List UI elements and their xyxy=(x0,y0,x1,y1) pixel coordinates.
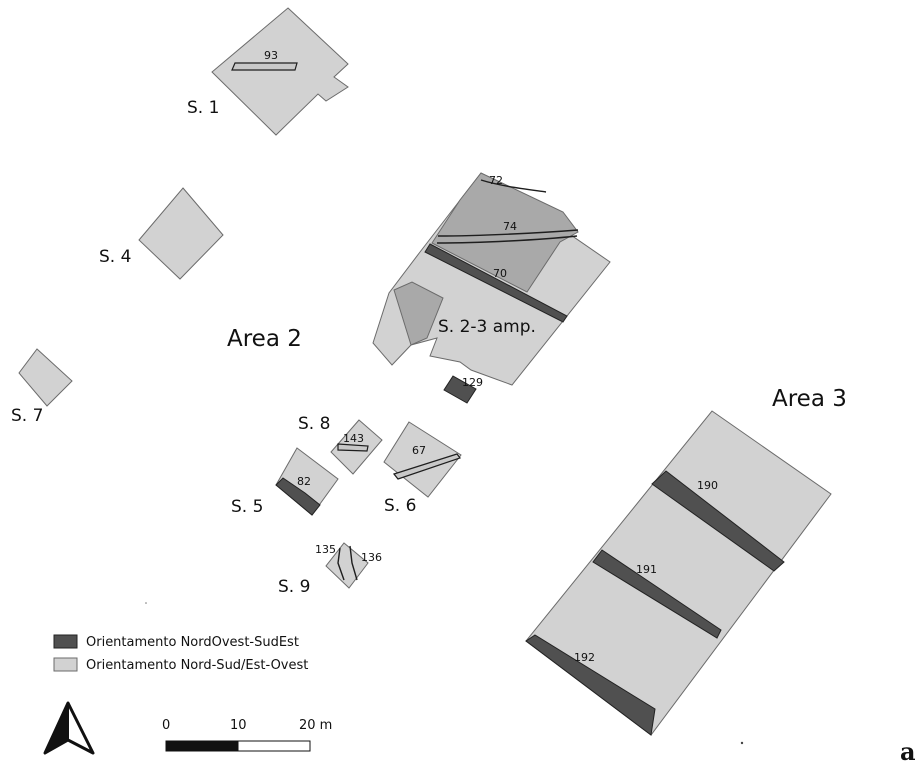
feature-72-cut xyxy=(480,179,547,193)
trench-s6-label: S. 6 xyxy=(384,496,416,516)
feature-74-cut-b xyxy=(436,235,578,244)
legend-label-nw-se: Orientamento NordOvest-SudEst xyxy=(86,635,299,650)
trench-s9: 135 136 S. 9 xyxy=(278,542,382,597)
trench-area3: 190 191 192 xyxy=(525,410,832,736)
legend: Orientamento NordOvest-SudEst Orientamen… xyxy=(53,634,308,673)
feature-190-label: 190 xyxy=(697,479,718,492)
feature-191-label: 191 xyxy=(636,563,657,576)
feature-136-label: 136 xyxy=(361,551,382,564)
feature-136-cut xyxy=(349,545,358,581)
trench-s6-shape xyxy=(383,421,462,498)
scale-bar-white-segment xyxy=(237,740,311,752)
north-arrow-icon xyxy=(43,701,95,755)
trench-s5-label: S. 5 xyxy=(231,497,263,517)
area-2-label: Area 2 xyxy=(227,326,302,352)
trench-area3-shape xyxy=(525,410,832,736)
feature-70-shape xyxy=(424,243,568,323)
trench-s23-mid-zone-2 xyxy=(393,281,444,346)
feature-74-label: 74 xyxy=(503,220,517,233)
trench-s23-label: S. 2-3 amp. xyxy=(438,317,536,337)
trench-s23: 72 74 70 129 S. 2-3 amp. xyxy=(372,172,611,404)
trench-s9-shape xyxy=(325,542,369,589)
feature-82-shape xyxy=(275,477,321,516)
feature-135-cut xyxy=(337,547,345,581)
feature-143-shape xyxy=(337,443,369,452)
trench-s4-shape xyxy=(138,187,224,280)
scale-label-0: 0 xyxy=(162,718,170,733)
trench-s1-shape xyxy=(211,7,349,136)
feature-72-label: 72 xyxy=(489,174,503,187)
legend-swatch-nw-se xyxy=(53,634,78,649)
feature-135-label: 135 xyxy=(315,543,336,556)
trench-s7: S. 7 xyxy=(11,348,73,426)
trench-s4: S. 4 xyxy=(99,187,224,280)
feature-143-label: 143 xyxy=(343,432,364,445)
stray-mark xyxy=(740,741,744,745)
feature-192-shape xyxy=(525,634,656,736)
feature-129-label: 129 xyxy=(462,376,483,389)
trench-s23-mid-zone xyxy=(431,172,579,293)
figure-letter: a xyxy=(900,737,916,766)
trench-s9-label: S. 9 xyxy=(278,577,310,597)
scale-label-20: 20 m xyxy=(299,718,332,733)
feature-70-label: 70 xyxy=(493,267,507,280)
feature-192-label: 192 xyxy=(574,651,595,664)
feature-93-shape xyxy=(231,62,298,71)
stray-mark xyxy=(145,602,147,604)
trench-s7-shape xyxy=(18,348,73,407)
trench-s7-label: S. 7 xyxy=(11,406,43,426)
scale-bar-black-segment xyxy=(165,740,239,752)
trench-s1-label: S. 1 xyxy=(187,98,219,118)
area-3-label: Area 3 xyxy=(772,386,847,412)
trench-s8: 143 S. 8 xyxy=(298,414,383,475)
scale-bar: 0 10 20 m xyxy=(162,718,332,752)
feature-93-label: 93 xyxy=(264,49,278,62)
trench-s8-label: S. 8 xyxy=(298,414,330,434)
feature-74-cut-a xyxy=(437,229,579,237)
trench-s5: 82 S. 5 xyxy=(231,447,339,517)
scale-label-10: 10 xyxy=(230,718,247,733)
feature-191-shape xyxy=(592,549,722,639)
feature-67-shape xyxy=(392,453,461,480)
trench-s1: 93 S. 1 xyxy=(187,7,349,136)
feature-67-label: 67 xyxy=(412,444,426,457)
legend-swatch-n-s-e-w xyxy=(53,657,78,672)
feature-190-shape xyxy=(651,470,785,572)
feature-129-shape xyxy=(443,375,477,404)
legend-label-n-s-e-w: Orientamento Nord-Sud/Est-Ovest xyxy=(86,658,308,673)
feature-82-label: 82 xyxy=(297,475,311,488)
trench-s4-label: S. 4 xyxy=(99,247,131,267)
trench-s6: 67 S. 6 xyxy=(383,421,462,516)
